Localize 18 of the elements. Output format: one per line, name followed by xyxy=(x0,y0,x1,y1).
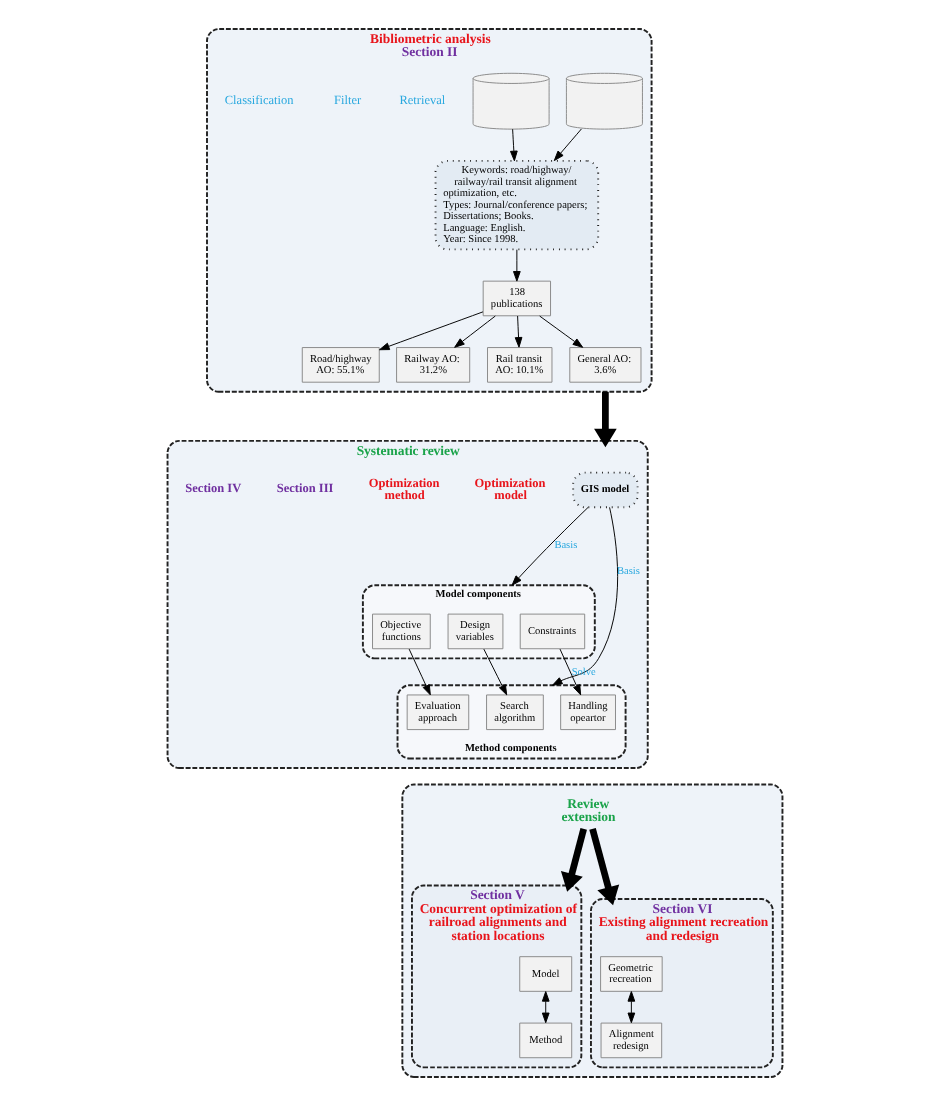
arrow xyxy=(538,315,583,348)
arrow xyxy=(552,128,581,162)
arrow xyxy=(378,311,483,351)
arrow xyxy=(551,506,618,686)
arrow xyxy=(626,991,635,1024)
arrow xyxy=(453,315,495,348)
arrow xyxy=(407,648,430,696)
arrow xyxy=(512,249,520,282)
arrow xyxy=(558,648,581,696)
arrow xyxy=(559,828,586,892)
cluster xyxy=(400,783,783,1078)
arrow xyxy=(510,507,588,586)
arrow xyxy=(588,828,619,906)
arrow xyxy=(513,315,522,348)
arrow xyxy=(593,391,616,448)
arrow xyxy=(482,648,507,696)
arrow xyxy=(509,128,517,162)
arrow xyxy=(540,991,549,1024)
